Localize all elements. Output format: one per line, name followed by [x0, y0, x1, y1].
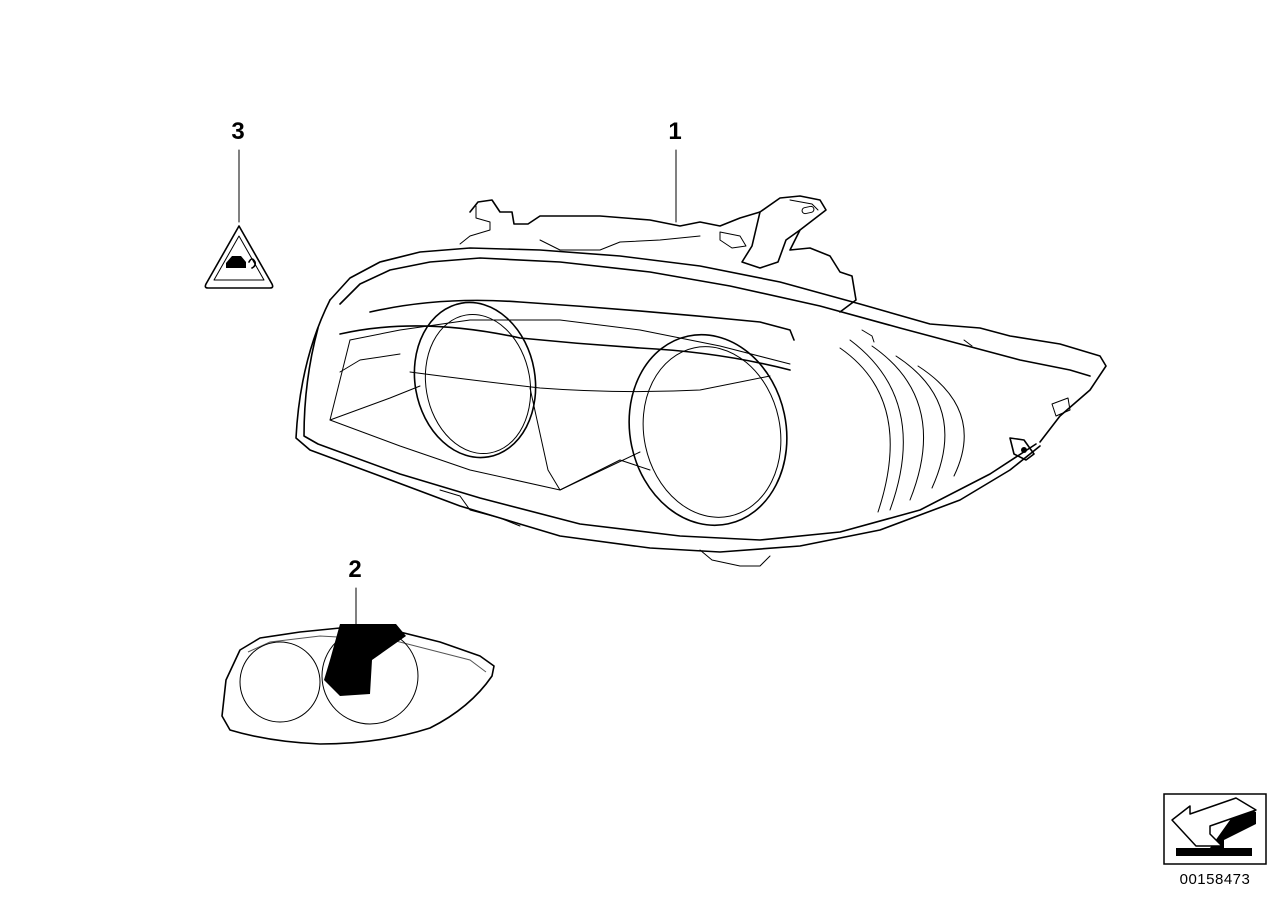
document-number: 00158473 — [1180, 871, 1251, 888]
headlight-cover-seal-icon — [221, 624, 495, 745]
warning-triangle-label-icon — [204, 225, 274, 289]
callout-3[interactable]: 3 — [231, 118, 245, 223]
callout-number-2[interactable]: 2 — [348, 556, 361, 583]
callout-1[interactable]: 1 — [668, 118, 682, 223]
callout-number-1[interactable]: 1 — [668, 118, 681, 145]
callout-number-3[interactable]: 3 — [231, 118, 244, 145]
headlight-assembly-icon — [295, 195, 1107, 567]
direction-arrow-icon[interactable] — [1163, 793, 1267, 865]
